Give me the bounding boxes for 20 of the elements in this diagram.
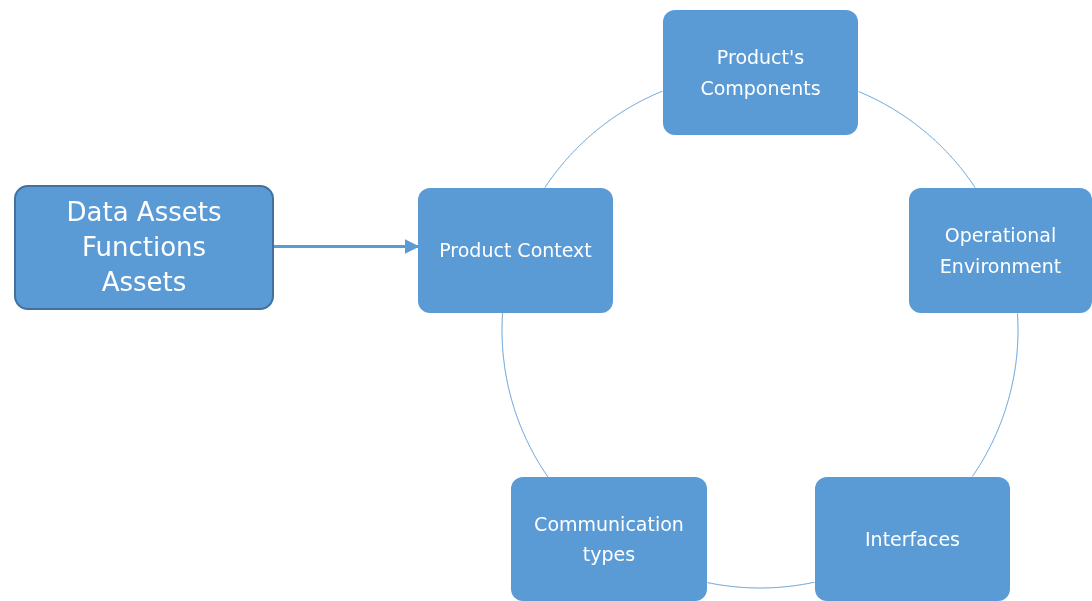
cycle-arc xyxy=(971,313,1019,477)
box-label: Communication types xyxy=(533,511,685,567)
box-label: Operational Environment xyxy=(938,223,1063,279)
box-label: Product Context xyxy=(439,238,592,264)
box-label: Product's Components xyxy=(699,45,822,101)
process-box xyxy=(663,10,858,135)
process-box xyxy=(815,477,1010,601)
box-label: Data Assets xyxy=(66,195,222,229)
process-box xyxy=(418,188,613,313)
arrow xyxy=(274,239,420,254)
process-box xyxy=(909,188,1092,313)
box-label: Assets xyxy=(101,266,187,300)
box-label: Functions xyxy=(81,230,207,264)
cycle-arc xyxy=(501,312,549,478)
box-label: Interfaces xyxy=(865,526,960,552)
process-box xyxy=(14,185,274,310)
process-box xyxy=(511,477,707,601)
cycle-arc xyxy=(707,581,815,589)
cycle-arc xyxy=(544,90,663,188)
cycle-arc xyxy=(858,91,976,189)
